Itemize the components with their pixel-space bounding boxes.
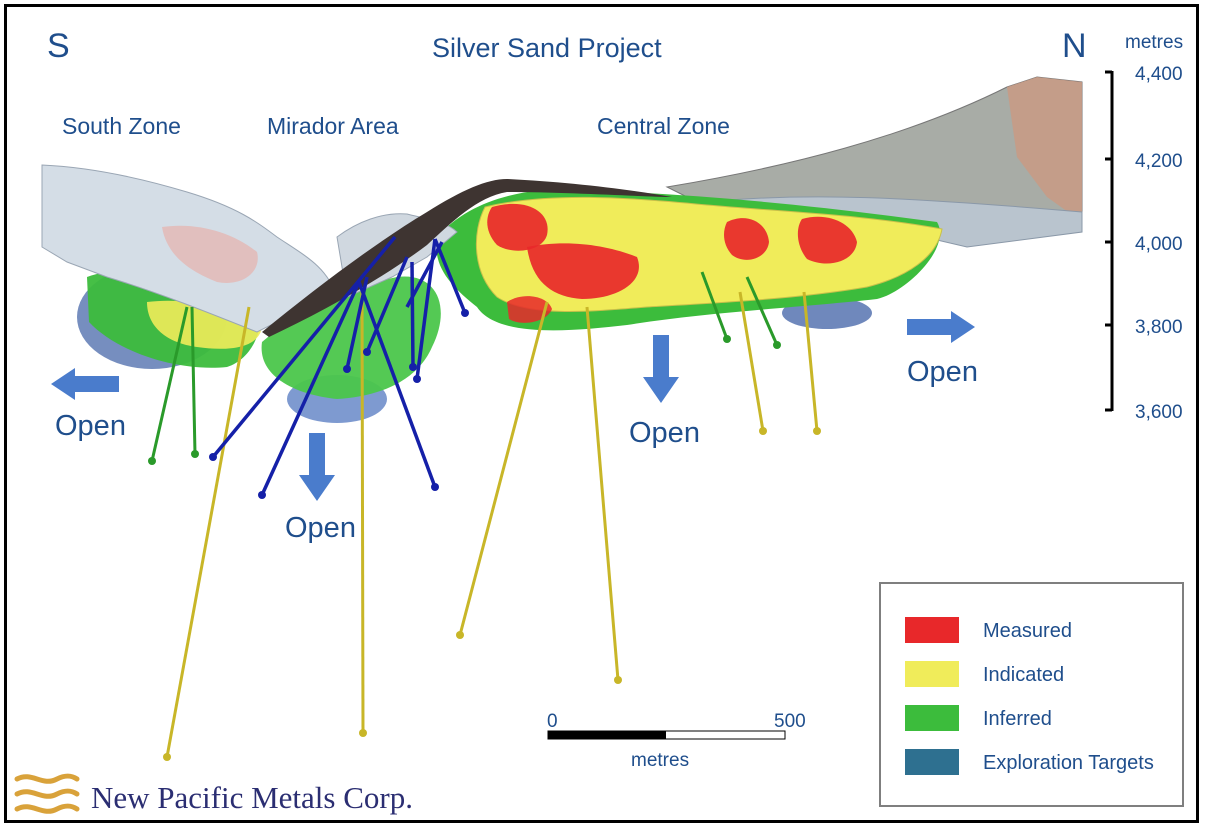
zone-label-mirador: Mirador Area xyxy=(267,113,399,139)
elevation-axis xyxy=(1105,70,1114,412)
drill-hole-ends-green xyxy=(148,335,781,465)
legend-label: Indicated xyxy=(983,664,1065,686)
drill-holes-yellow xyxy=(165,286,819,758)
elevation-tick: 3,800 xyxy=(1135,317,1183,338)
valley-ridge xyxy=(262,179,672,337)
company-logo-icon xyxy=(14,773,80,814)
cross-section-scene xyxy=(14,70,1114,814)
elevation-tick: 4,400 xyxy=(1135,64,1183,85)
measured-zone-5 xyxy=(507,296,552,323)
drill-hole-ends-blue xyxy=(209,309,469,499)
compass-north: N xyxy=(1062,27,1087,65)
drill-holes-blue xyxy=(211,235,467,496)
inferred-body-mirador xyxy=(261,276,441,399)
scale-bar-end: 500 xyxy=(774,711,806,732)
open-label-central: Open xyxy=(629,417,700,449)
legend: Measured Indicated Inferred Exploration … xyxy=(879,582,1184,807)
open-label-west: Open xyxy=(55,410,126,442)
measured-zone-4 xyxy=(797,216,857,264)
measured-zone-1 xyxy=(487,203,548,251)
legend-swatch xyxy=(905,617,959,643)
scale-bar xyxy=(547,730,786,740)
legend-swatch xyxy=(905,661,959,687)
zone-label-central: Central Zone xyxy=(597,113,730,139)
open-arrow-west xyxy=(51,368,119,400)
elevation-unit: metres xyxy=(1125,32,1184,53)
open-arrow-down-central xyxy=(643,335,679,403)
measured-zone-3 xyxy=(724,218,769,260)
elevation-tick: 4,200 xyxy=(1135,151,1183,172)
legend-label: Measured xyxy=(983,620,1072,642)
measured-zone-2 xyxy=(527,243,639,299)
zone-label-south: South Zone xyxy=(62,113,181,139)
open-label-east: Open xyxy=(907,356,978,388)
drill-hole-ends-yellow xyxy=(163,427,821,761)
drill-holes-green xyxy=(150,271,779,462)
legend-label: Inferred xyxy=(983,708,1052,730)
elevation-tick: 4,000 xyxy=(1135,234,1183,255)
compass-south: S xyxy=(47,27,70,65)
scale-bar-start: 0 xyxy=(547,711,558,732)
scale-bar-unit: metres xyxy=(631,750,690,771)
open-arrow-east xyxy=(907,311,975,343)
legend-swatch xyxy=(905,705,959,731)
legend-swatch xyxy=(905,749,959,775)
legend-label: Exploration Targets xyxy=(983,752,1154,774)
figure-title: Silver Sand Project xyxy=(432,33,662,63)
north-ridge-slope xyxy=(1007,77,1082,222)
open-arrow-down-mirador xyxy=(299,433,335,501)
company-name: New Pacific Metals Corp. xyxy=(91,780,413,815)
elevation-tick: 3,600 xyxy=(1135,402,1183,423)
figure-frame: Silver Sand Project S N South Zone Mirad… xyxy=(4,4,1199,823)
south-terrain-outcrop xyxy=(162,225,258,283)
open-label-mirador: Open xyxy=(285,512,356,544)
